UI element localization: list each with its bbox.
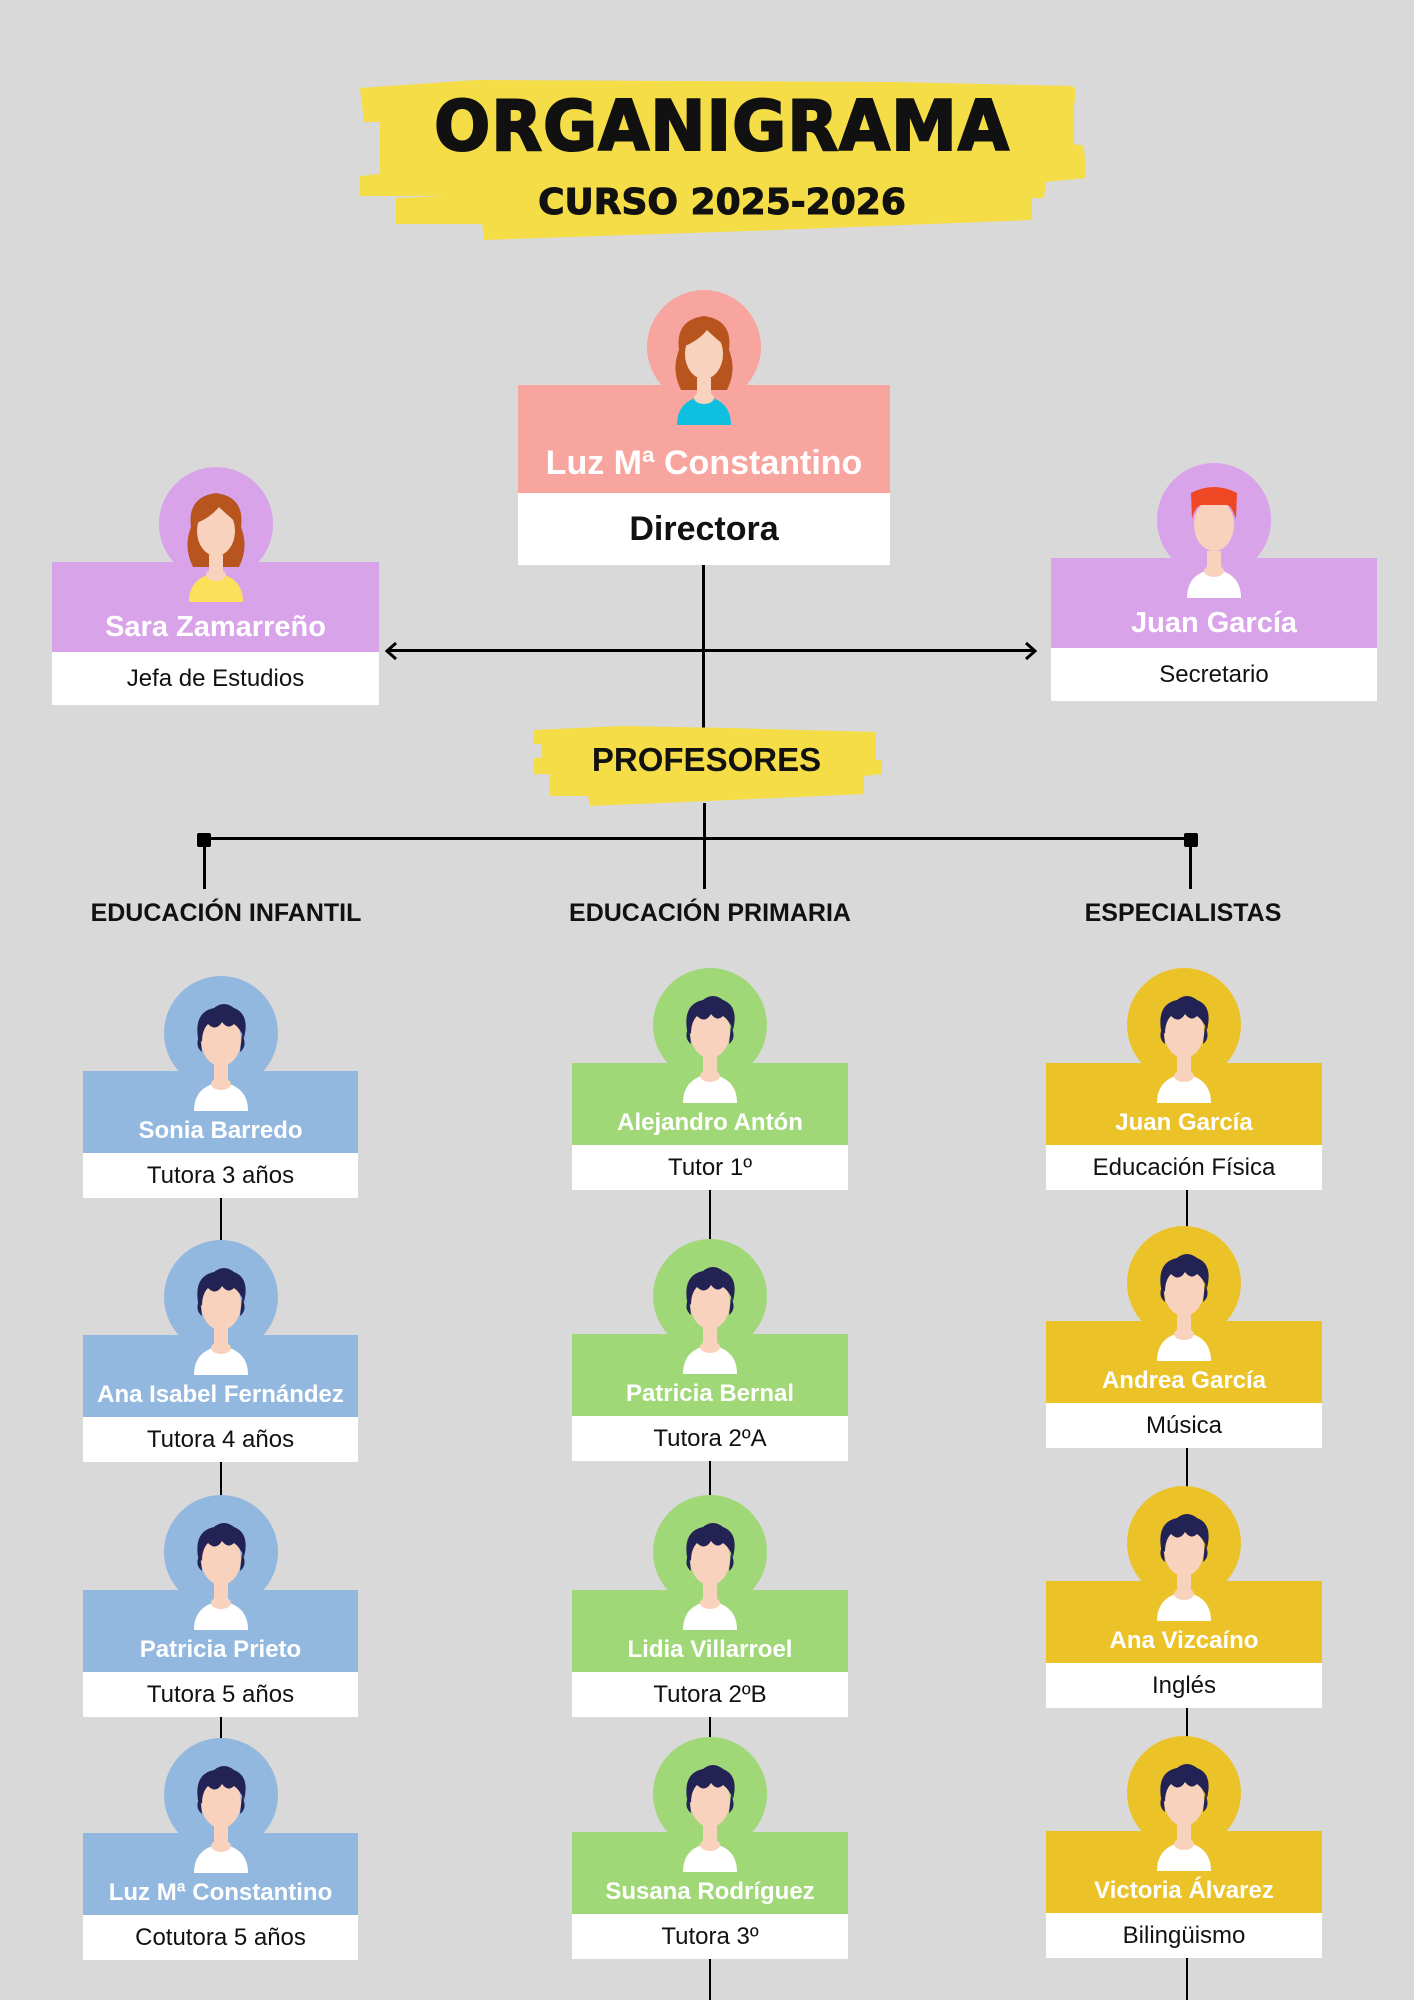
person-role: Inglés: [1046, 1663, 1322, 1708]
teacher-card: Victoria Álvarez Bilingüismo: [1046, 1736, 1322, 1958]
avatar: [1127, 1226, 1241, 1361]
person-role: Jefa de Estudios: [52, 652, 379, 705]
arrow-left-icon: [384, 641, 397, 661]
person-name: Susana Rodríguez: [605, 1878, 815, 1905]
person-name: Luz Mª Constantino: [545, 444, 863, 482]
teacher-card: Sonia Barredo Tutora 3 años: [83, 976, 358, 1198]
director-card: Luz Mª Constantino Directora: [518, 290, 890, 565]
avatar: [653, 968, 767, 1103]
person-name: Ana Vizcaíno: [1109, 1627, 1259, 1654]
person-role: Cotutora 5 años: [83, 1915, 358, 1960]
secretario-card: Juan García Secretario: [1051, 463, 1377, 701]
arrow-right-icon: [1025, 641, 1038, 661]
teacher-card: Ana Vizcaíno Inglés: [1046, 1486, 1322, 1708]
avatar: [653, 1495, 767, 1630]
profesores-banner: [534, 726, 882, 806]
section-title-infantil: EDUCACIÓN INFANTIL: [90, 899, 362, 927]
connector-line: [703, 803, 706, 889]
person-role: Tutora 5 años: [83, 1672, 358, 1717]
person-name: Victoria Álvarez: [1094, 1877, 1274, 1904]
person-name: Juan García: [1130, 607, 1298, 639]
person-role: Tutora 2ºA: [572, 1416, 848, 1461]
section-title-primaria: EDUCACIÓN PRIMARIA: [569, 899, 851, 927]
person-role: Música: [1046, 1403, 1322, 1448]
avatar: [653, 1239, 767, 1374]
connector-line: [702, 565, 705, 729]
teacher-card: Patricia Bernal Tutora 2ºA: [572, 1239, 848, 1461]
avatar: [163, 976, 278, 1111]
teacher-card: Lidia Villarroel Tutora 2ºB: [572, 1495, 848, 1717]
person-name: Andrea García: [1101, 1367, 1267, 1394]
person-name: Patricia Bernal: [625, 1380, 795, 1407]
avatar: [163, 1738, 278, 1873]
person-name: Patricia Prieto: [139, 1636, 302, 1663]
person-role: Tutora 3º: [572, 1914, 848, 1959]
person-name: Lidia Villarroel: [627, 1636, 793, 1663]
teacher-card: Patricia Prieto Tutora 5 años: [83, 1495, 358, 1717]
avatar: [1127, 968, 1241, 1103]
profesores-label: PROFESORES: [591, 741, 822, 778]
person-name: Luz Mª Constantino: [108, 1879, 333, 1906]
title-banner: [360, 80, 1086, 240]
person-name: Sonia Barredo: [138, 1117, 303, 1144]
teacher-card: Susana Rodríguez Tutora 3º: [572, 1737, 848, 1959]
connector-line: [203, 839, 206, 889]
person-role: Tutora 4 años: [83, 1417, 358, 1462]
teacher-card: Ana Isabel Fernández Tutora 4 años: [83, 1240, 358, 1462]
person-name: Alejandro Antón: [617, 1109, 803, 1136]
person-role: Directora: [518, 493, 890, 565]
section-title-especialistas: ESPECIALISTAS: [1084, 899, 1282, 927]
avatar: [1127, 1736, 1241, 1871]
page-subtitle: CURSO 2025-2026: [538, 182, 907, 224]
avatar: [1157, 463, 1271, 598]
connector-line: [1189, 839, 1192, 889]
teacher-card: Alejandro Antón Tutor 1º: [572, 968, 848, 1190]
person-role: Secretario: [1051, 648, 1377, 701]
arrow-line: [388, 649, 1033, 652]
page-title: ORGANIGRAMA: [433, 85, 1010, 168]
person-name: Juan García: [1115, 1109, 1253, 1136]
avatar: [647, 290, 761, 425]
person-role: Educación Física: [1046, 1145, 1322, 1190]
teacher-card: Juan García Educación Física: [1046, 968, 1322, 1190]
avatar: [653, 1737, 767, 1872]
avatar: [163, 1495, 278, 1630]
person-role: Tutor 1º: [572, 1145, 848, 1190]
avatar: [163, 1240, 278, 1375]
person-role: Tutora 3 años: [83, 1153, 358, 1198]
teacher-card: Andrea García Música: [1046, 1226, 1322, 1448]
jefa-estudios-card: Sara Zamarreño Jefa de Estudios: [52, 467, 379, 705]
teacher-card: Luz Mª Constantino Cotutora 5 años: [83, 1738, 358, 1960]
avatar: [158, 467, 273, 602]
person-role: Bilingüismo: [1046, 1913, 1322, 1958]
branch-line: [204, 837, 1191, 840]
person-name: Ana Isabel Fernández: [97, 1381, 344, 1408]
avatar: [1127, 1486, 1241, 1621]
person-name: Sara Zamarreño: [105, 611, 326, 643]
person-role: Tutora 2ºB: [572, 1672, 848, 1717]
